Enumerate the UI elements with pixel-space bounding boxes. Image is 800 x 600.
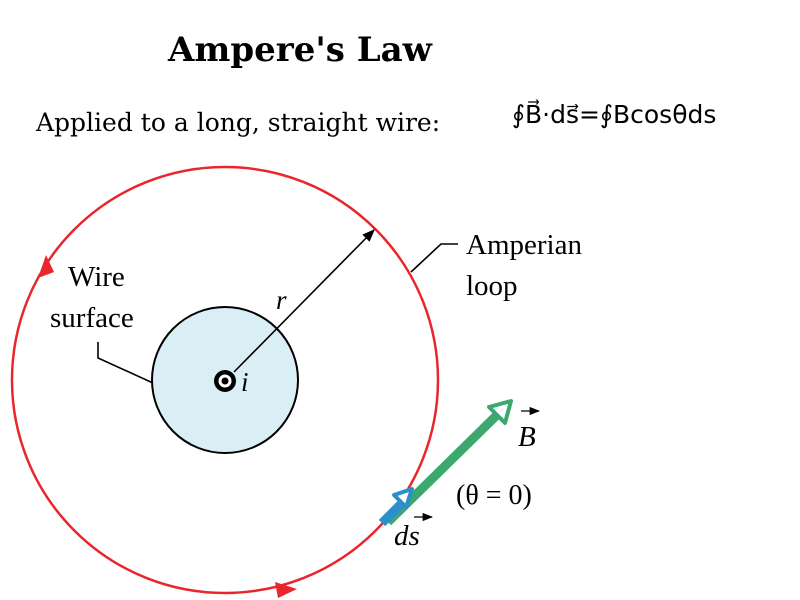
b-vector-head <box>487 399 513 425</box>
wire-label-line1: Wire <box>68 261 125 293</box>
theta-label: (θ = 0) <box>456 480 532 511</box>
current-label: i <box>241 367 249 397</box>
b-vector-label: B <box>518 421 536 453</box>
ds-vector-shaft <box>378 498 407 527</box>
radius-arrow <box>233 229 375 373</box>
ds-vector-label: ds <box>394 520 420 552</box>
amperian-leader-line <box>410 243 458 273</box>
radius-label: r <box>276 285 287 315</box>
loop-arrowhead-left <box>38 255 54 278</box>
loop-arrowhead-bottom <box>275 582 297 598</box>
amperian-loop <box>10 165 440 595</box>
amperian-label-line1: Amperian <box>466 229 582 261</box>
wire-leader-line <box>97 342 154 384</box>
ds-vector-head <box>392 487 414 509</box>
ampere-formula: ∮B⃗·ds⃗=∮Bcosθds <box>512 100 717 129</box>
page-title: Ampere's Law <box>168 30 432 70</box>
amperian-label-line2: loop <box>466 270 518 302</box>
current-dot-center <box>221 377 229 385</box>
subtitle: Applied to a long, straight wire: <box>36 108 441 137</box>
wire-label-line2: surface <box>50 302 134 334</box>
